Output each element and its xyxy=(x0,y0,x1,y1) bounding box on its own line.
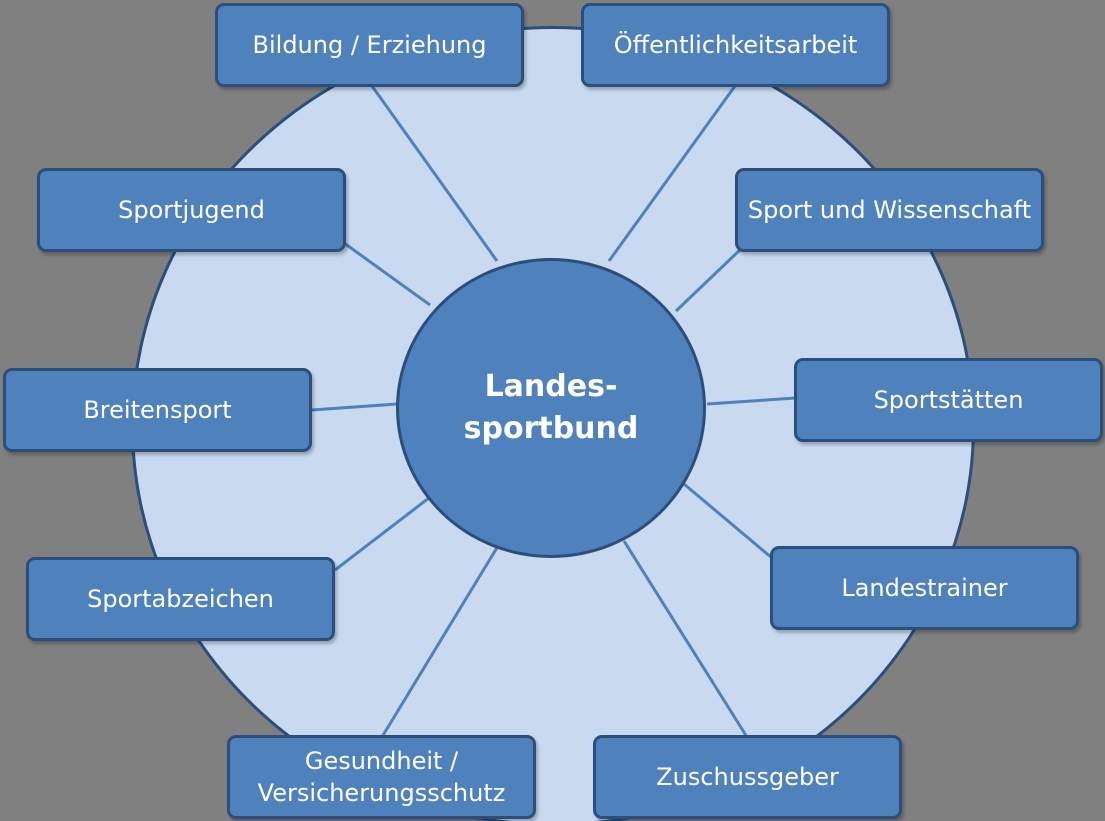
center-label-line2: sportbund xyxy=(463,411,639,446)
node-label: Sportstätten xyxy=(873,386,1024,414)
node-label: Zuschussgeber xyxy=(656,763,839,791)
node-gesundheit-versicherungsschutz[interactable]: Gesundheit / Versicherungsschutz xyxy=(227,735,536,819)
node-label: Bildung / Erziehung xyxy=(252,31,487,59)
node-label: Sportabzeichen xyxy=(87,585,274,613)
node-bildung-erziehung[interactable]: Bildung / Erziehung xyxy=(215,3,524,87)
node-breitensport[interactable]: Breitensport xyxy=(3,368,312,452)
node-label: Breitensport xyxy=(83,396,232,424)
connector-wissenschaft xyxy=(674,246,744,313)
connector-sportjugend xyxy=(343,241,431,307)
connector-sportstaetten xyxy=(706,396,797,406)
node-label: Öffentlichkeitsarbeit xyxy=(613,31,858,59)
node-sportstaetten[interactable]: Sportstätten xyxy=(794,358,1103,442)
node-label-line1: Gesundheit / xyxy=(304,747,459,775)
node-label: Sportjugend xyxy=(118,196,265,224)
connector-bildung xyxy=(370,85,499,262)
center-node-landessportbund[interactable]: Landes- sportbund xyxy=(396,258,706,558)
node-label: Sport und Wissenschaft xyxy=(747,196,1032,224)
center-label-line1: Landes- xyxy=(484,369,618,404)
node-landestrainer[interactable]: Landestrainer xyxy=(770,546,1079,630)
connector-gesundheit xyxy=(380,545,500,738)
node-sportjugend[interactable]: Sportjugend xyxy=(37,168,346,252)
node-label-line2: Versicherungsschutz xyxy=(257,779,506,807)
node-oeffentlichkeitsarbeit[interactable]: Öffentlichkeitsarbeit xyxy=(581,3,890,87)
connector-landestrainer xyxy=(683,482,773,560)
node-label: Landestrainer xyxy=(841,574,1008,602)
node-zuschussgeber[interactable]: Zuschussgeber xyxy=(593,735,902,819)
node-sportabzeichen[interactable]: Sportabzeichen xyxy=(26,557,335,641)
connector-breitensport xyxy=(311,402,398,412)
connector-zuschussgeber xyxy=(622,540,749,738)
connector-oeffentlichkeit xyxy=(607,85,737,262)
node-sport-und-wissenschaft[interactable]: Sport und Wissenschaft xyxy=(735,168,1044,252)
